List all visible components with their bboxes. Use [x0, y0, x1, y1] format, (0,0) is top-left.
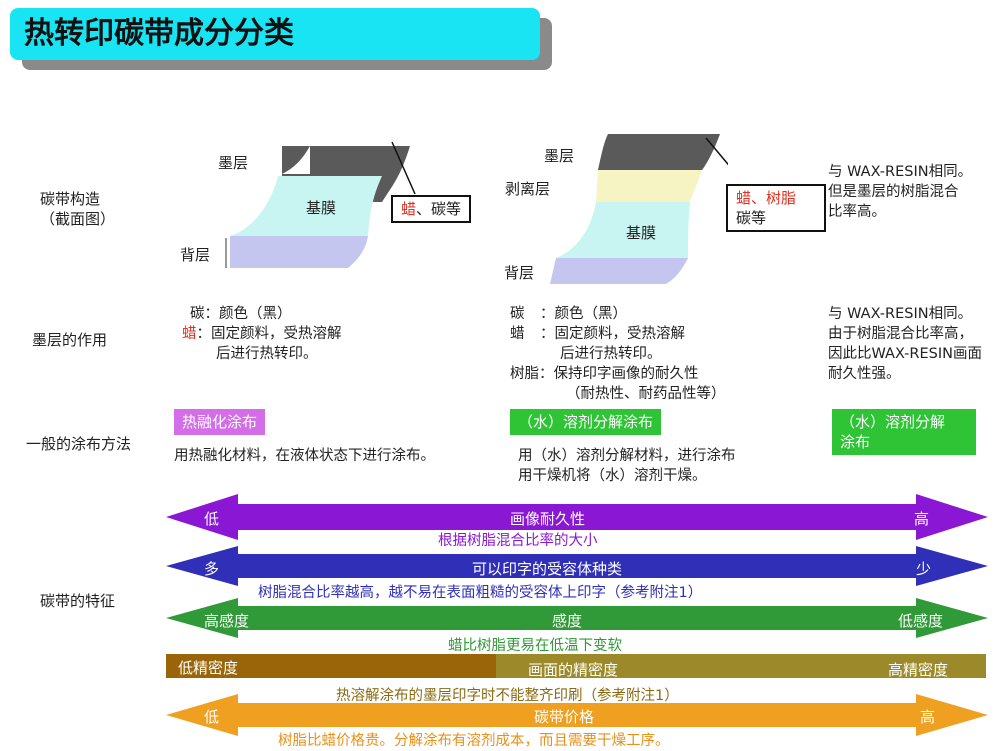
wax-role-carbon: 碳：颜色（黑） — [190, 306, 292, 322]
resin-role-line-4: 耐久性强。 — [828, 366, 901, 382]
wax-role-wax-label: 蜡 — [182, 326, 197, 342]
wax-resin-release-layer — [596, 170, 702, 202]
arrow-sensitivity-center: 感度 — [552, 612, 583, 630]
wax-method-badge: 热融化涂布 — [174, 409, 266, 435]
wax-callout-rest: 、碳等 — [416, 200, 462, 218]
arrow-receptor-center: 可以印字的受容体种类 — [472, 560, 623, 578]
row-label-structure-sub: （截面图） — [40, 210, 116, 228]
wax-label-back: 背层 — [180, 246, 211, 264]
wax-resin-label-back: 背层 — [504, 264, 535, 282]
bar-precision-left: 低精密度 — [178, 659, 239, 677]
wax-resin-callout: 蜡、树脂 碳等 — [726, 184, 826, 232]
resin-method-badge-line-2: 涂布 — [840, 433, 871, 451]
wax-method-text: 用热融化材料，在液体状态下进行涂布。 — [174, 448, 435, 464]
wax-resin-label-film: 基膜 — [626, 224, 657, 242]
row-label-features: 碳带的特征 — [40, 592, 116, 610]
wax-back-layer — [230, 236, 368, 268]
wax-ribbon-diagram — [225, 141, 416, 268]
arrow-price — [166, 694, 988, 736]
resin-method-badge: （水）溶剂分解 涂布 — [832, 409, 976, 455]
arrow-sensitivity-right: 低感度 — [898, 612, 944, 630]
wax-callout-red: 蜡 — [401, 200, 417, 218]
wax-callout: 蜡、碳等 — [391, 195, 472, 223]
wax-resin-label-release: 剥离层 — [505, 180, 551, 198]
arrow-durability-left: 低 — [204, 510, 220, 528]
bar-precision-note: 热溶解涂布的墨层印字时不能整齐印刷（参考附注1） — [336, 688, 679, 704]
arrow-durability-center: 画像耐久性 — [510, 510, 586, 528]
wax-resin-ink-layer — [598, 134, 720, 170]
bar-precision-low — [166, 654, 496, 678]
wax-resin-label-ink: 墨层 — [544, 147, 575, 165]
wax-resin-back-layer — [550, 258, 688, 284]
arrow-receptor-left: 多 — [204, 560, 220, 578]
wax-resin-role-resin-2: （耐热性、耐药品性等） — [566, 386, 726, 402]
wax-film-layer — [230, 176, 382, 236]
resin-structure-line-1: 与 WAX-RESIN相同。 — [828, 164, 973, 180]
wax-resin-role-wax: ：固定颜料，受热溶解 — [540, 326, 685, 342]
arrow-receptor-right: 少 — [916, 560, 932, 578]
row-label-coating: 一般的涂布方法 — [26, 435, 132, 453]
arrow-sensitivity-note: 蜡比树脂更易在低温下变软 — [448, 638, 622, 654]
bar-precision-right: 高精密度 — [888, 661, 949, 679]
row-label-ink-role: 墨层的作用 — [32, 331, 108, 349]
wax-resin-role-wax-2: 后进行热转印。 — [560, 346, 662, 362]
arrow-price-note: 树脂比蜡价格贵。分解涂布有溶剂成本，而且需要干燥工序。 — [278, 733, 670, 749]
wax-resin-film-layer — [556, 202, 690, 258]
resin-method-badge-line-1: （水）溶剂分解 — [840, 413, 946, 431]
arrow-price-right: 高 — [920, 708, 936, 726]
page-title: 热转印碳带成分分类 — [10, 8, 540, 60]
arrow-sensitivity — [166, 598, 988, 638]
arrow-receptor-note: 树脂混合比率越高，越不易在表面粗糙的受容体上印字（参考附注1） — [258, 585, 703, 601]
arrow-price-left: 低 — [204, 708, 220, 726]
wax-label-ink: 墨层 — [218, 154, 249, 172]
wax-resin-role-carbon-label: 碳 — [510, 306, 525, 322]
bar-precision-high — [496, 654, 986, 678]
wax-resin-method-text-1: 用（水）溶剂分解材料，进行涂布 — [518, 448, 736, 464]
bar-precision-center: 画面的精密度 — [528, 661, 619, 679]
arrow-durability — [166, 494, 988, 540]
resin-structure-line-2: 但是墨层的树脂混合 — [828, 184, 959, 200]
wax-role-wax-2: 后进行热转印。 — [216, 346, 318, 362]
arrow-price-center: 碳带价格 — [534, 708, 595, 726]
wax-resin-role-wax-label: 蜡 — [510, 326, 525, 342]
wax-resin-method-text-2: 用干燥机将（水）溶剂干燥。 — [518, 468, 707, 484]
arrow-durability-right: 高 — [914, 510, 930, 528]
wax-role-wax: 蜡：固定颜料，受热溶解 — [182, 324, 342, 344]
resin-structure-line-3: 比率高。 — [828, 204, 886, 220]
arrow-sensitivity-left: 高感度 — [204, 612, 250, 630]
wax-label-film: 基膜 — [306, 199, 337, 217]
wax-role-wax-text: ：固定颜料，受热溶解 — [196, 326, 342, 342]
wax-resin-callout-rest: 碳等 — [736, 209, 767, 227]
wax-resin-method-badge: （水）溶剂分解涂布 — [510, 409, 662, 435]
resin-role-line-1: 与 WAX-RESIN相同。 — [828, 306, 973, 322]
row-label-structure: 碳带构造 — [40, 190, 101, 208]
arrow-durability-note: 根据树脂混合比率的大小 — [438, 533, 598, 549]
arrow-receptor — [166, 546, 988, 586]
wax-resin-ribbon-diagram — [550, 134, 728, 284]
resin-role-line-2: 由于树脂混合比率高， — [828, 326, 973, 342]
wax-resin-role-carbon: ：颜色（黑） — [540, 306, 627, 322]
resin-role-line-3: 因此比WAX-RESIN画面 — [828, 346, 982, 362]
wax-resin-role-resin: 树脂：保持印字画像的耐久性 — [510, 366, 699, 382]
wax-resin-callout-red: 蜡、树脂 — [736, 189, 797, 207]
